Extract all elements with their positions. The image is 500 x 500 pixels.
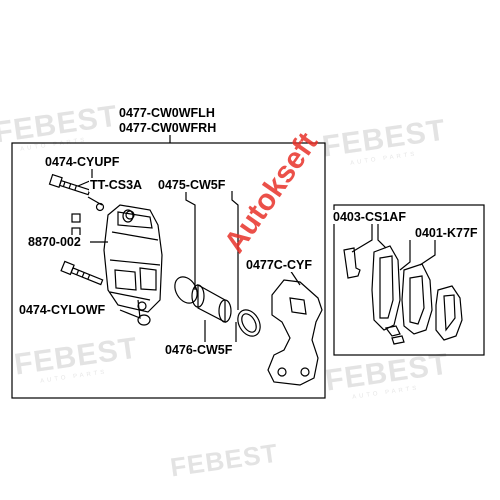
bleeder-screw	[71, 213, 81, 223]
pin-boot-lower	[137, 314, 151, 326]
brake-pad-inner	[371, 245, 401, 331]
label-caliper-right: 0477-CW0WFRH	[118, 121, 218, 135]
label-bleeder: 8870-002	[27, 235, 82, 249]
leader-piston-right	[231, 191, 239, 310]
leader-piston	[185, 191, 196, 290]
pad-clip-right	[384, 325, 401, 337]
pad-clip-lower	[391, 335, 405, 345]
label-caliper-left: 0477-CW0WFLH	[118, 106, 216, 120]
label-bracket: 0477C-CYF	[245, 258, 313, 272]
leader-pad-kit-b	[399, 240, 411, 271]
leader-bolt-lower	[119, 299, 141, 319]
pad-clip-left	[343, 247, 361, 279]
piston-seal	[174, 276, 198, 304]
dust-boot-ring	[237, 309, 261, 337]
brake-pad-outer	[401, 263, 433, 335]
label-bolt-lower: 0474-CYLOWF	[18, 303, 107, 317]
caliper-body	[103, 204, 163, 313]
label-pad-kit: 0401-K77F	[414, 226, 479, 240]
anti-squeal-shim	[435, 285, 463, 341]
leader-pad-clips	[351, 223, 373, 253]
label-seal-kit: 0476-CW5F	[164, 343, 234, 357]
caliper-assembly-frame	[11, 142, 326, 399]
label-bolt-upper: 0474-CYUPF	[44, 155, 121, 169]
leader-pad-clips-b	[377, 223, 387, 249]
label-piston: 0475-CW5F	[157, 178, 227, 192]
leader-pad-kit	[419, 240, 436, 266]
guide-bolt-lower	[60, 260, 104, 286]
label-pad-clips: 0403-CS1AF	[332, 210, 407, 224]
guide-bolt-upper	[48, 173, 91, 196]
pin-boot-upper	[122, 209, 134, 223]
piston	[191, 283, 232, 323]
boot-cap	[95, 202, 105, 212]
mounting-bracket	[267, 279, 323, 386]
leader-bracket	[289, 269, 301, 286]
label-boot-kit: TT-CS3A	[89, 178, 144, 192]
pad-group-frame	[333, 204, 485, 356]
